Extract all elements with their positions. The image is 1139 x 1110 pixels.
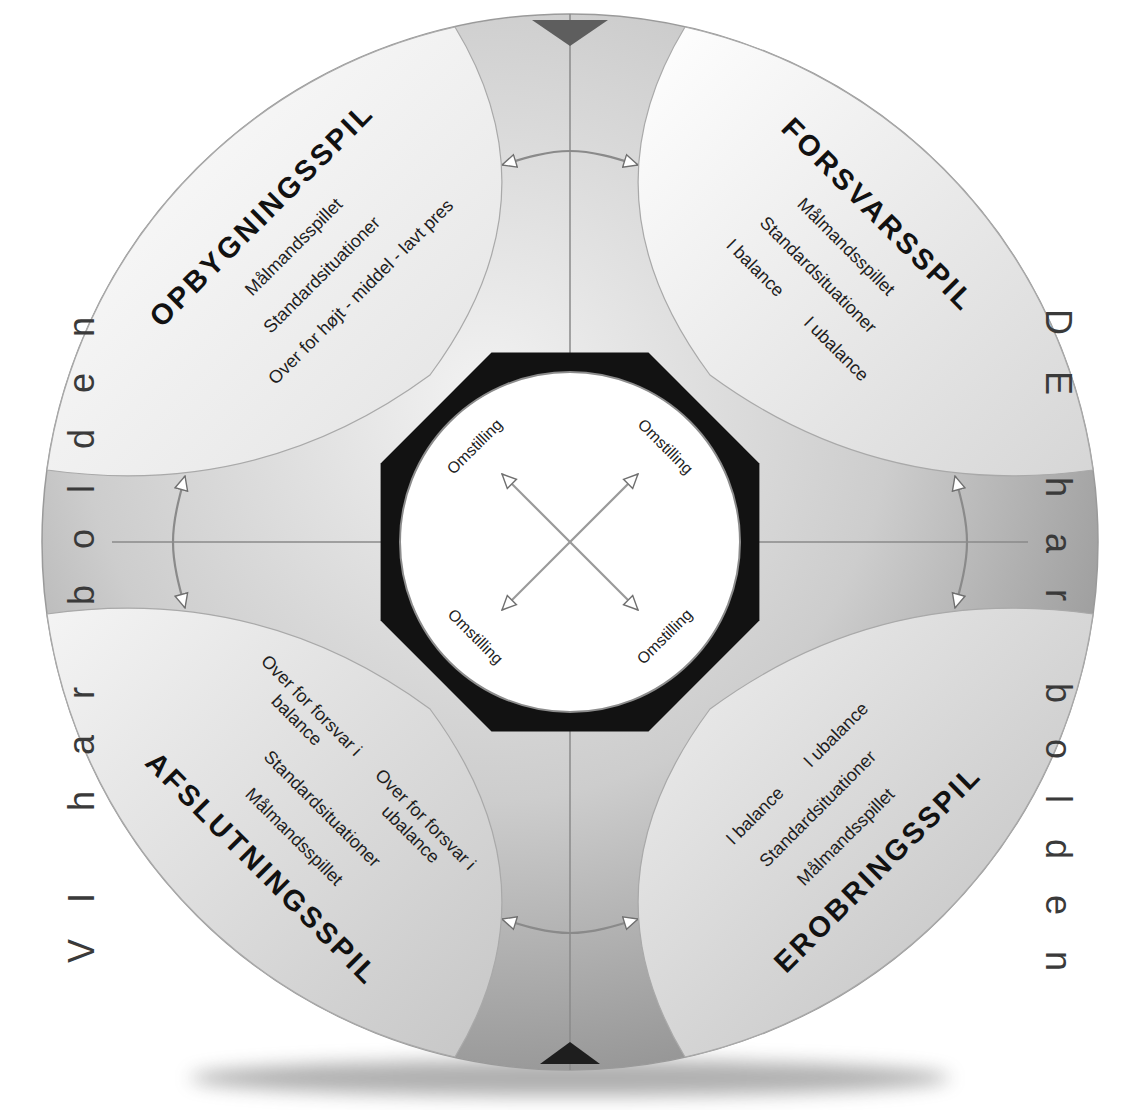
shape-group bbox=[638, 27, 1093, 476]
transition-arrow bbox=[955, 476, 967, 608]
side-label: DE har bolden bbox=[1037, 273, 1078, 1007]
transition-arrow bbox=[173, 476, 185, 608]
play-phase-panel: AFSLUTNINGSSPILMålmandsspilletStandardsi… bbox=[47, 608, 502, 1057]
center-circle bbox=[400, 372, 740, 712]
panel-shape bbox=[638, 27, 1093, 476]
cross-arrow bbox=[502, 474, 638, 610]
panel-shape bbox=[47, 27, 502, 476]
cross-arrow bbox=[502, 474, 638, 610]
seam-line bbox=[112, 541, 381, 543]
play-phase-panel: EROBRINGSSPILMålmandsspilletStandardsitu… bbox=[638, 608, 1093, 1057]
shape-group bbox=[638, 608, 1093, 1057]
seam-line bbox=[759, 541, 1028, 543]
play-phase-panel: FORSVARSSPILMålmandsspilletStandardsitua… bbox=[638, 27, 1093, 476]
seam-line bbox=[569, 14, 571, 353]
panel-shape bbox=[47, 608, 502, 1057]
transition-arrow bbox=[502, 919, 638, 933]
octagon-ring bbox=[381, 353, 760, 732]
dark-patch bbox=[532, 20, 608, 46]
shape-group bbox=[47, 27, 502, 476]
dark-patch bbox=[540, 1042, 600, 1064]
transition-arrow bbox=[502, 151, 638, 165]
play-phase-panel: OPBYGNINGSSPILMålmandsspilletStandardsit… bbox=[47, 27, 502, 476]
seam-line bbox=[569, 731, 571, 1070]
panel-shape bbox=[638, 608, 1093, 1057]
octagon-frame bbox=[365, 337, 775, 747]
transition-circle: OmstillingOmstillingOmstillingOmstilling bbox=[365, 337, 775, 747]
shape-group bbox=[47, 608, 502, 1057]
side-label: VI har bolden bbox=[61, 281, 102, 999]
shape-group bbox=[381, 353, 760, 732]
panel-outline bbox=[638, 608, 1093, 1057]
ball-body bbox=[42, 14, 1098, 1070]
